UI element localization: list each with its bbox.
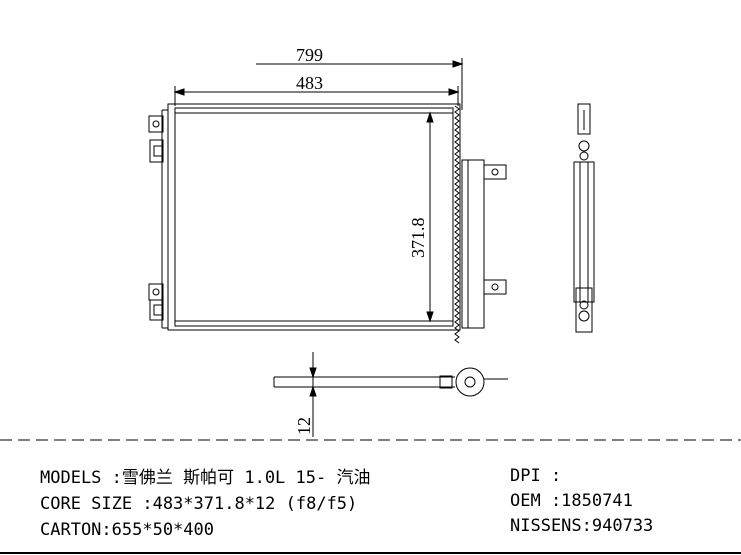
receiver-drier: [461, 159, 507, 329]
thickness-label: 12: [294, 417, 314, 435]
left-top-bracket: [148, 115, 164, 163]
dpi-line: DPI :: [510, 466, 562, 486]
models-line: MODELS :雪佛兰 斯帕可 1.0L 15- 汽油: [40, 468, 371, 488]
left-bottom-bracket: [148, 283, 164, 321]
oem-line: OEM :1850741: [510, 491, 633, 511]
core-width-label: 483: [296, 73, 323, 93]
core-height-dimension: [426, 111, 434, 323]
thickness-dimension: [309, 352, 317, 437]
overall-width-label: 799: [296, 45, 323, 65]
overall-width-dimension: [256, 58, 464, 110]
condenser-front-view: [148, 103, 507, 344]
right-header-ribs: [454, 105, 460, 344]
condenser-bottom-view: [273, 367, 508, 397]
condenser-side-view: [573, 103, 595, 333]
core-height-label: 371.8: [408, 218, 428, 259]
core-width-dimension: [173, 86, 460, 106]
nissens-line: NISSENS:940733: [510, 516, 654, 536]
core-size-line: CORE SIZE :483*371.8*12 (f8/f5): [40, 494, 358, 514]
carton-line: CARTON:655*50*400: [40, 520, 214, 540]
